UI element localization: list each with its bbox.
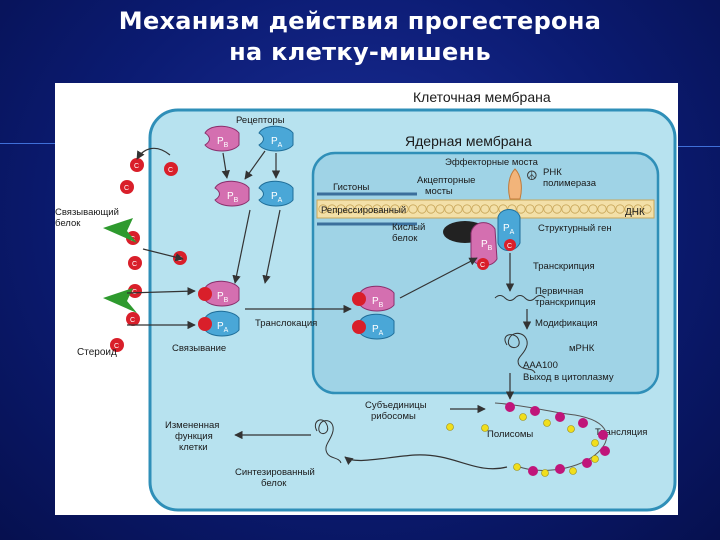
modification-label: Модификация [535, 318, 598, 329]
polysome-ribosome [598, 430, 608, 440]
binding-protein-label-1: Связывающий [55, 207, 119, 218]
chromatin-bead [553, 205, 561, 213]
structural-gene-label: Структурный ген [538, 223, 612, 234]
chromatin-bead [490, 205, 498, 213]
synthesized-protein-label-2: белок [261, 478, 287, 489]
acceptor-bridges-label-1: Акцепторные [417, 175, 475, 186]
diagram-figure: Клеточная мембрана Ядерная мембрана Эффе… [55, 83, 678, 515]
chromatin-bead [535, 205, 543, 213]
export-label: Выход в цитоплазму [523, 372, 614, 383]
acceptor-bridges-label-2: мосты [425, 186, 453, 197]
ribosome-subunit [514, 464, 521, 471]
slide-title: Механизм действия прогестерона на клетку… [0, 6, 720, 68]
ribosome-subunits-label-1: Субъединицы [365, 400, 427, 411]
cell-membrane-label: Клеточная мембрана [413, 89, 551, 105]
title-line-2: на клетку-мишень [0, 37, 720, 68]
altered-function-label-3: клетки [179, 442, 208, 453]
steroid-bound-a-left [198, 317, 212, 331]
chromatin-bead [571, 205, 579, 213]
binding-protein-label-2: белок [55, 218, 81, 229]
primary-transcript-label-1: Первичная [535, 286, 583, 297]
ribosome-subunit [482, 425, 489, 432]
acidic-protein-label-2: белок [392, 233, 418, 244]
binding-label: Связывание [172, 343, 226, 354]
chromatin-bead [598, 205, 606, 213]
chromatin-bead [616, 205, 624, 213]
chromatin-bead [454, 205, 462, 213]
decorative-line-left [0, 143, 55, 144]
polysome-ribosome [505, 402, 515, 412]
polysome-ribosome [528, 466, 538, 476]
binding-protein-1 [103, 218, 137, 243]
decorative-line-right [678, 146, 720, 147]
rna-polymerase-icon: ☮ [526, 168, 538, 183]
altered-function-label-2: функция [175, 431, 213, 442]
rna-polymerase-label-2: полимераза [543, 178, 597, 189]
chromatin-bead [409, 205, 417, 213]
chromatin-bead [418, 205, 426, 213]
chromatin-bead [472, 205, 480, 213]
acidic-protein-label-1: Кислый [392, 222, 425, 233]
transcription-label: Транскрипция [533, 261, 595, 272]
polysome-ribosome [578, 418, 588, 428]
ribosome-subunit [568, 426, 575, 433]
chromatin-bead [517, 205, 525, 213]
chromatin-bead [445, 205, 453, 213]
polysome-ribosome [555, 412, 565, 422]
histones-label: Гистоны [333, 182, 369, 193]
dna-label: ДНК [625, 207, 645, 218]
nuclear-membrane-label: Ядерная мембрана [405, 133, 532, 149]
steroid-mark: C [168, 167, 173, 174]
steroid-on-receptor-b-mark: C [480, 262, 485, 269]
altered-function-label-1: Измененная [165, 420, 219, 431]
ribosome-subunit [447, 424, 454, 431]
receptors-label: Рецепторы [236, 115, 285, 126]
steroid-mark: C [177, 256, 182, 263]
steroid-label: Стероид [77, 347, 117, 358]
polysome-ribosome [600, 446, 610, 456]
ribosome-subunits-label-2: рибосомы [371, 411, 416, 422]
primary-transcript-label-2: транскрипция [535, 297, 596, 308]
title-line-1: Механизм действия прогестерона [0, 6, 720, 37]
steroid-bound-a-right [352, 320, 366, 334]
ribosome-subunit [520, 414, 527, 421]
effector-bridges-label: Эффекторные моста [445, 157, 539, 168]
steroid-bound-b-right [352, 292, 366, 306]
ribosome-subunit [592, 456, 599, 463]
steroid-on-receptor-a-mark: C [507, 243, 512, 250]
chromatin-bead [580, 205, 588, 213]
translocation-label: Транслокация [255, 318, 317, 329]
ribosome-subunit [592, 440, 599, 447]
ribosome-subunit [570, 468, 577, 475]
polysome-ribosome [555, 464, 565, 474]
mrna-label: мРНК [569, 343, 595, 354]
polysome-ribosome [582, 458, 592, 468]
chromatin-bead [436, 205, 444, 213]
chromatin-bead [526, 205, 534, 213]
rna-polymerase-label-1: РНК [543, 167, 562, 178]
polysome-ribosome [530, 406, 540, 416]
synthesized-protein-label-1: Синтезированный [235, 467, 315, 478]
chromatin-bead [607, 205, 615, 213]
ribosome-subunit [542, 470, 549, 477]
polysomes-label: Полисомы [487, 429, 533, 440]
steroid-mark: C [134, 163, 139, 170]
steroid-bound-b-left [198, 287, 212, 301]
aaa100-label: AAA100 [523, 360, 558, 371]
ribosome-subunit [544, 420, 551, 427]
chromatin-bead [463, 205, 471, 213]
steroid-mark: C [130, 317, 135, 324]
chromatin-bead [544, 205, 552, 213]
repressed-label: Репрессированный [321, 205, 406, 216]
chromatin-bead [589, 205, 597, 213]
chromatin-bead [427, 205, 435, 213]
chromatin-bead [562, 205, 570, 213]
chromatin-bead [481, 205, 489, 213]
steroid-mark: C [132, 261, 137, 268]
diagram-canvas: Клеточная мембрана Ядерная мембрана Эффе… [55, 83, 678, 515]
steroid-mark: C [124, 185, 129, 192]
